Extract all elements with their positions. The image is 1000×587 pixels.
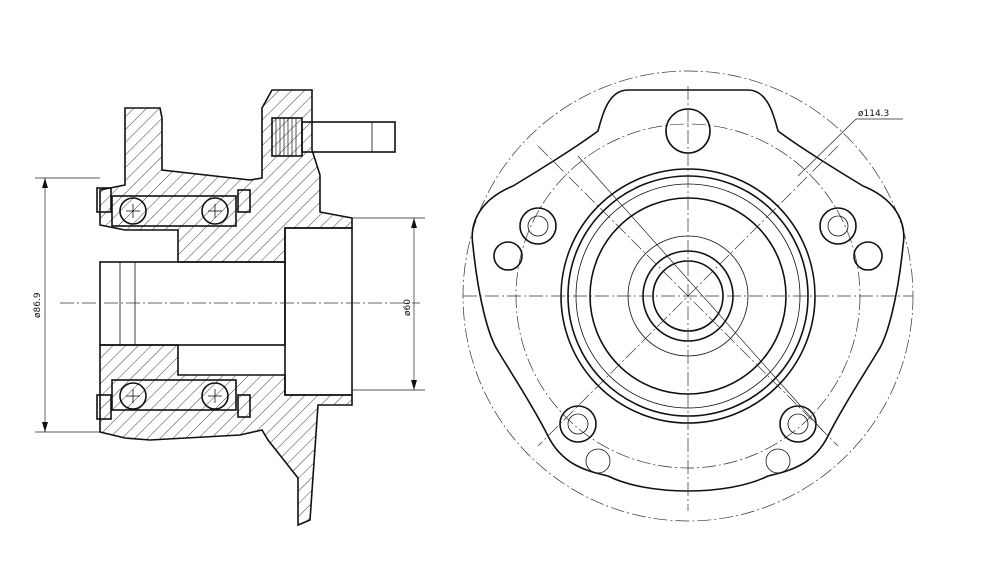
dimension-hub-diameter: ø86.9	[33, 177, 100, 433]
seal-lower-right	[237, 394, 251, 418]
wheel-stud	[271, 117, 396, 157]
bearing-cage-lower	[111, 379, 237, 411]
seal-upper-left	[96, 187, 112, 213]
hub-upper-section	[99, 89, 353, 263]
flange-outline	[471, 89, 905, 492]
bolt-circle-label: ø114.3	[858, 109, 889, 119]
bearing-balls	[119, 197, 229, 410]
hub-diameter-label: ø86.9	[33, 292, 43, 318]
seal-upper-right	[237, 189, 251, 213]
dimension-pilot-diameter: ø60	[352, 217, 425, 391]
dimension-bolt-circle: ø114.3	[577, 109, 903, 432]
bearing-cage-upper	[111, 195, 237, 227]
seal-lower-left	[96, 394, 112, 420]
bore	[99, 261, 286, 346]
pilot-diameter-label: ø60	[403, 299, 413, 316]
front-view: ø114.3	[462, 70, 914, 522]
hub-lower-section	[99, 344, 353, 527]
pilot-recess	[284, 227, 353, 396]
section-view: ø86.9 ø60	[33, 89, 425, 527]
